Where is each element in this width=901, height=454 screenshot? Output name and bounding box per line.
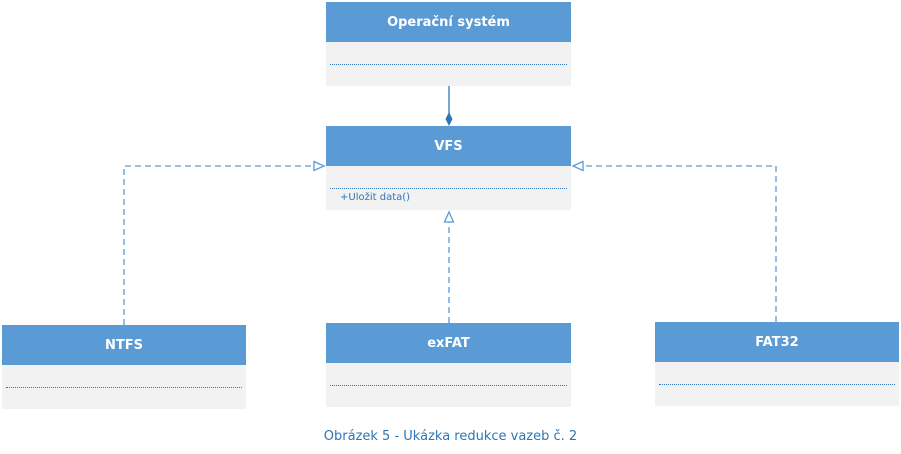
class-name-operacni-system: Operační systém (326, 2, 571, 42)
class-name-fat32: FAT32 (655, 322, 899, 362)
realization-arrow-fat32-icon (571, 160, 584, 172)
attributes-separator (330, 64, 567, 65)
method-ulozit-data: +Uložit data() (340, 192, 411, 203)
class-name-ntfs: NTFS (2, 325, 246, 365)
attributes-separator (659, 384, 895, 385)
realization-line-ntfs (123, 165, 314, 325)
realization-line-fat32 (583, 165, 777, 322)
figure-caption: Obrázek 5 - Ukázka redukce vazeb č. 2 (323, 429, 578, 444)
class-vfs[interactable]: VFS +Uložit data() (326, 126, 571, 210)
class-name-exfat: exFAT (326, 323, 571, 363)
attributes-separator (6, 387, 242, 388)
class-fat32[interactable]: FAT32 (655, 322, 899, 406)
class-operacni-system[interactable]: Operační systém (326, 2, 571, 86)
composition-diamond-icon (445, 112, 453, 126)
attributes-separator (330, 385, 567, 386)
realization-arrow-exfat-icon (443, 210, 455, 223)
class-exfat[interactable]: exFAT (326, 323, 571, 407)
realization-arrow-ntfs-icon (313, 160, 326, 172)
class-ntfs[interactable]: NTFS (2, 325, 246, 409)
class-name-vfs: VFS (326, 126, 571, 166)
attributes-separator (330, 188, 567, 189)
